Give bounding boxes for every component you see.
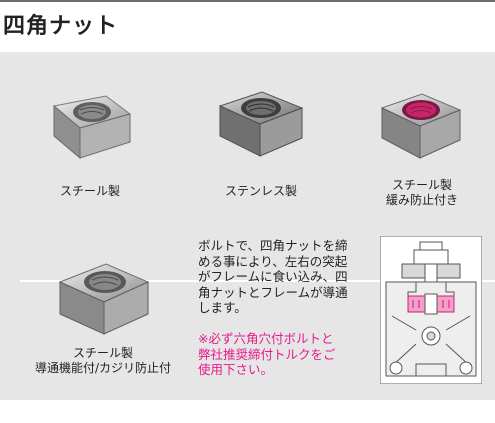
note-line: 使用下さい。 — [198, 362, 274, 378]
caption-line: スチール製 — [59, 184, 120, 198]
caption-line: ステンレス製 — [224, 184, 297, 198]
nut-in-frame-cross-section-diagram — [380, 236, 482, 384]
description-line: します。 — [198, 300, 247, 316]
description-line: がフレームに食い込み、四 — [198, 269, 348, 285]
description-line: める事により、左右の突起 — [198, 253, 348, 269]
caption-line: 導通機能付/カジリ防止付 — [34, 361, 172, 375]
products-panel: スチール製 ステンレス製 スチール製 緩み防止付き — [0, 52, 495, 400]
description-line: 角ナットとフレームが導通 — [198, 284, 348, 300]
product-caption: スチール製 — [40, 184, 140, 199]
note-line: ※必ず六角穴付ボルトと — [198, 331, 334, 346]
section-divider — [20, 280, 495, 282]
caption-line: 緩み防止付き — [385, 193, 458, 207]
stainless-square-nut-image — [218, 91, 304, 157]
product-caption: ステンレス製 — [206, 184, 316, 199]
steel-square-nut-image — [52, 95, 132, 160]
product-caption: スチール製 緩み防止付き — [370, 178, 474, 208]
next-section-heading-partial — [0, 402, 495, 423]
locking-square-nut-image — [380, 93, 462, 159]
note-line: 弊社推奨締付トルクをご — [198, 346, 336, 362]
caution-note: ※必ず六角穴付ボルトと 弊社推奨締付トルクをご 使用下さい。 — [198, 331, 366, 378]
caption-line: スチール製 — [391, 178, 452, 192]
top-rule — [0, 0, 495, 2]
product-caption: スチール製 導通機能付/カジリ防止付 — [10, 346, 196, 376]
page-title: 四角ナット — [3, 14, 119, 39]
description-text: ボルトで、四角ナットを締 める事により、左右の突起 がフレームに食い込み、四 角… — [198, 238, 366, 316]
conductive-square-nut-image — [58, 263, 150, 335]
caption-line: スチール製 — [72, 346, 133, 360]
description-line: ボルトで、四角ナットを締 — [198, 238, 348, 253]
